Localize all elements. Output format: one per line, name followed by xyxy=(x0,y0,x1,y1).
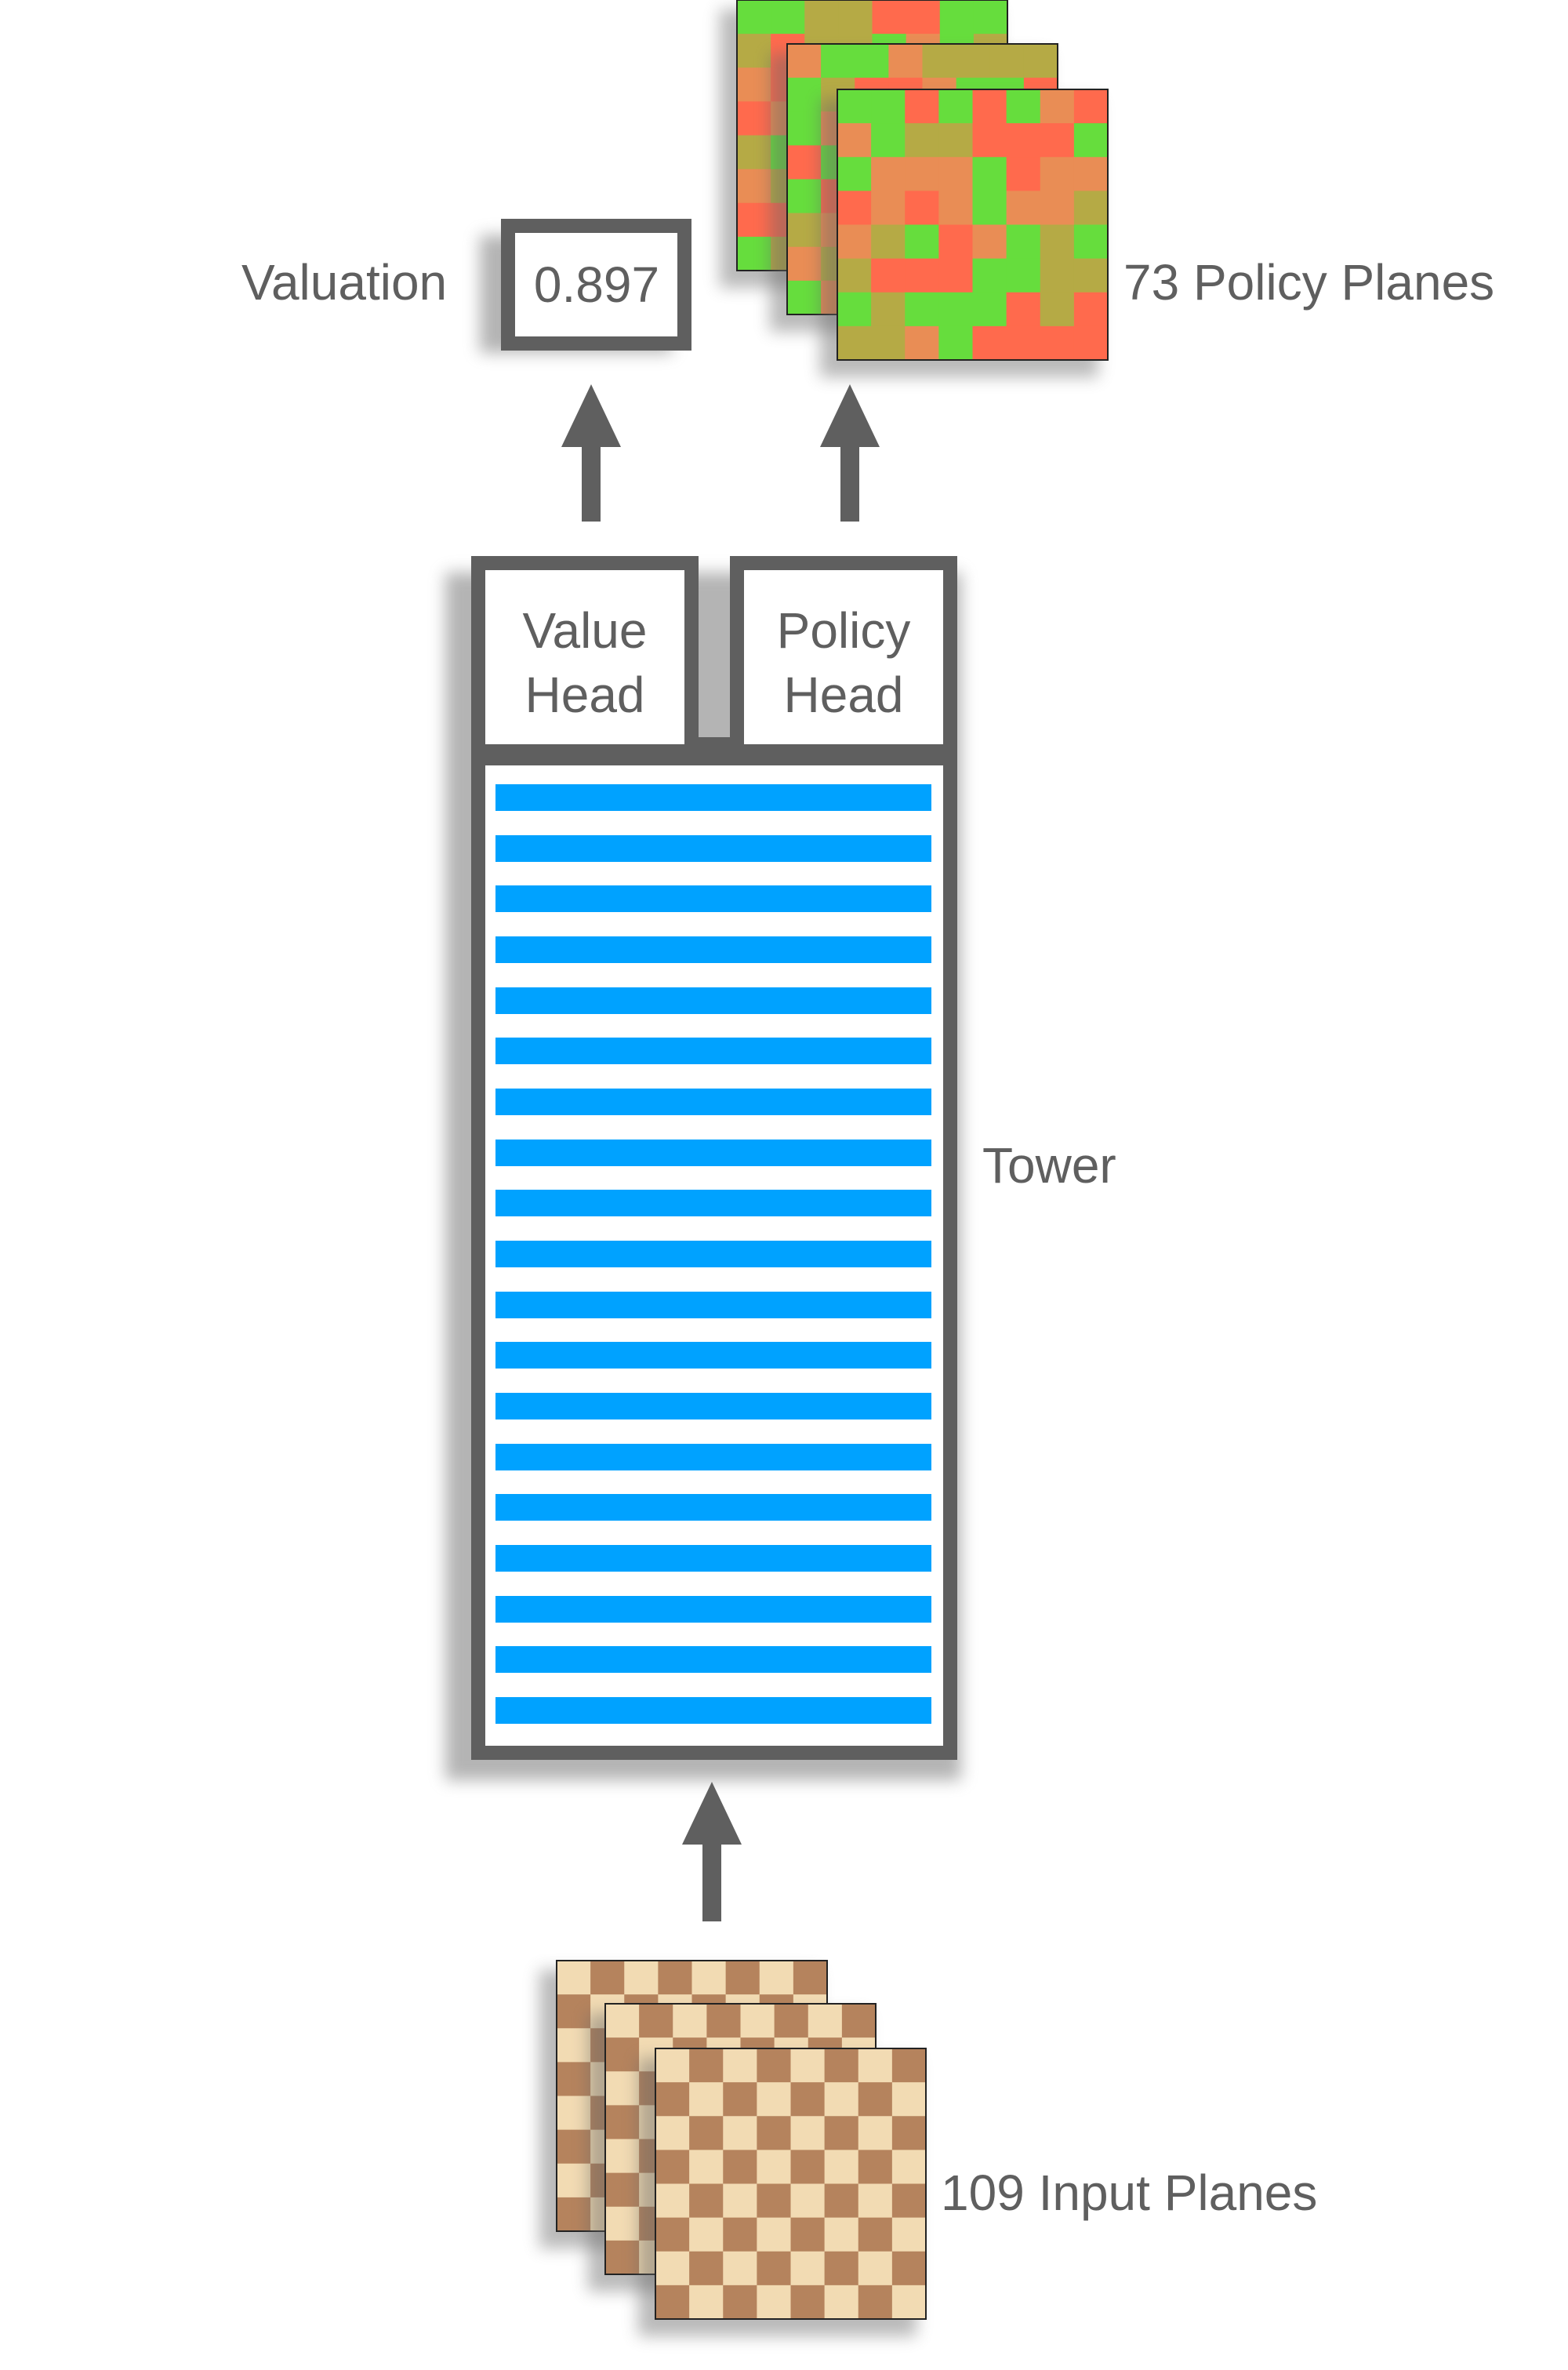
tower-layer xyxy=(495,1697,931,1724)
tower-layer xyxy=(495,1038,931,1064)
policy-plane xyxy=(820,89,1109,377)
tower-layer xyxy=(495,1140,931,1166)
tower-layer xyxy=(495,1190,931,1216)
tower-layer xyxy=(495,885,931,912)
value-head-box xyxy=(471,556,699,758)
policy-head-label-line1: Policy xyxy=(777,602,911,659)
tower-layer xyxy=(495,1342,931,1369)
input-plane-stack xyxy=(539,1960,927,2336)
policy-arrow xyxy=(820,384,880,522)
tower-layer xyxy=(495,1292,931,1318)
tower-layers xyxy=(495,784,931,1724)
policy-planes-label: 73 Policy Planes xyxy=(1123,254,1494,311)
valuation-output: 0.897 xyxy=(480,219,691,353)
tower-layer xyxy=(495,1241,931,1267)
valuation-label: Valuation xyxy=(241,254,447,311)
tower-layer xyxy=(495,1444,931,1470)
input-arrow xyxy=(682,1782,742,1921)
tower-layer xyxy=(495,1545,931,1572)
input-plane xyxy=(638,2048,927,2336)
tower-layer xyxy=(495,1596,931,1623)
tower-label: Tower xyxy=(982,1137,1116,1194)
policy-head-label-line2: Head xyxy=(784,667,904,723)
value-head-label-line1: Value xyxy=(523,602,648,659)
tower: Value Head Policy Head xyxy=(445,556,961,1780)
valuation-value: 0.897 xyxy=(534,256,659,313)
tower-layer xyxy=(495,1089,931,1115)
tower-layer xyxy=(495,936,931,963)
tower-layer xyxy=(495,835,931,862)
tower-layer xyxy=(495,1393,931,1419)
policy-plane-stack xyxy=(720,0,1109,377)
value-arrow xyxy=(561,384,621,522)
input-planes-label: 109 Input Planes xyxy=(941,2165,1317,2221)
tower-layer xyxy=(495,987,931,1014)
valuation-box xyxy=(501,219,691,351)
tower-layer xyxy=(495,1646,931,1673)
value-head-label-line2: Head xyxy=(525,667,645,723)
tower-layer xyxy=(495,784,931,811)
tower-layer xyxy=(495,1494,931,1521)
